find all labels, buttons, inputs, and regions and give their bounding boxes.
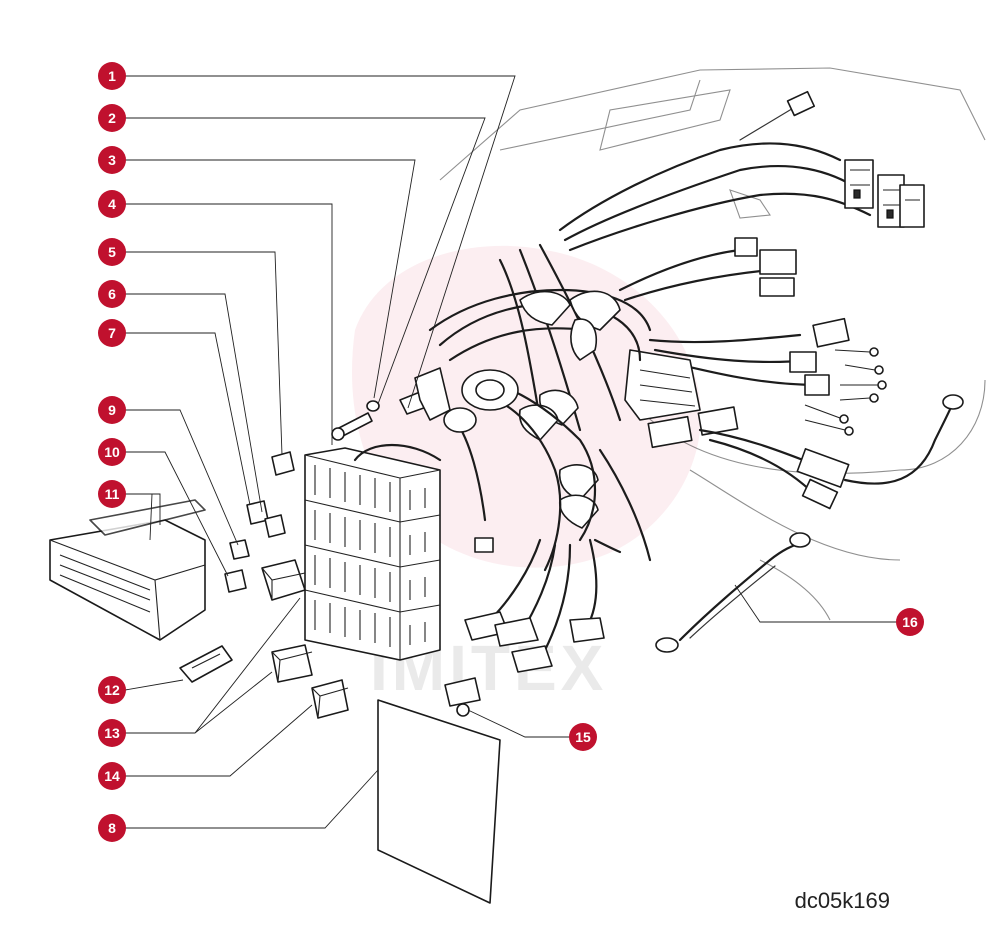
callout-number: 5 <box>108 244 116 260</box>
small-fuses <box>224 451 306 601</box>
small-connector <box>444 677 481 717</box>
callout-number: 3 <box>108 152 116 168</box>
callout-badge <box>98 480 126 508</box>
callout-badge <box>896 608 924 636</box>
leader-lines <box>124 75 910 829</box>
callout-6: 6 <box>98 280 126 308</box>
callout-number: 15 <box>575 729 591 745</box>
callout-15: 15 <box>569 723 597 751</box>
callout-badge <box>98 280 126 308</box>
ground-strap <box>655 532 811 653</box>
main-connector-block <box>624 349 739 449</box>
callout-badge <box>98 190 126 218</box>
callout-7: 7 <box>98 319 126 347</box>
cover-plate <box>377 699 501 904</box>
callout-number: 2 <box>108 110 116 126</box>
fastener-group <box>331 367 451 441</box>
callout-badge <box>98 814 126 842</box>
callout-number: 16 <box>902 614 918 630</box>
callout-badge <box>569 723 597 751</box>
callout-number: 11 <box>105 486 120 502</box>
callout-16: 16 <box>896 608 924 636</box>
callout-badge <box>98 438 126 466</box>
callout-badge <box>98 762 126 790</box>
callout-number: 8 <box>108 820 116 836</box>
relays <box>271 644 349 719</box>
lower-harness-connectors <box>464 537 622 673</box>
fuse-relay-box <box>304 444 442 661</box>
callout-number: 1 <box>108 68 116 84</box>
callout-1: 1 <box>98 62 126 90</box>
callout-5: 5 <box>98 238 126 266</box>
fuse-puller <box>179 645 233 683</box>
callout-13: 13 <box>98 719 126 747</box>
callout-badge <box>98 238 126 266</box>
callout-badge <box>98 62 126 90</box>
callout-number: 7 <box>108 325 116 341</box>
callout-9: 9 <box>98 396 126 424</box>
callout-badge <box>98 719 126 747</box>
callout-14: 14 <box>98 762 126 790</box>
callout-badge <box>98 146 126 174</box>
vehicle-body-outline <box>439 67 986 621</box>
callout-4: 4 <box>98 190 126 218</box>
callout-10: 10 <box>98 438 126 466</box>
callout-number: 9 <box>108 402 116 418</box>
callout-badge <box>98 676 126 704</box>
callout-2: 2 <box>98 104 126 132</box>
callout-8: 8 <box>98 814 126 842</box>
right-ground-lead <box>698 394 964 510</box>
callout-badge <box>98 396 126 424</box>
callout-badge <box>98 104 126 132</box>
callout-3: 3 <box>98 146 126 174</box>
harness-upper-connectors <box>558 90 925 252</box>
drawing-reference-code: dc05k169 <box>794 888 890 913</box>
callout-number: 14 <box>104 768 120 784</box>
callout-number: 12 <box>104 682 120 698</box>
callout-number: 10 <box>104 444 120 460</box>
callout-11: 11 <box>98 480 126 508</box>
callout-number: 6 <box>108 286 116 302</box>
callout-12: 12 <box>98 676 126 704</box>
callout-number: 4 <box>108 196 116 212</box>
fuse-holder-strip <box>49 499 206 641</box>
central-harness-bundle <box>428 243 652 572</box>
callout-number: 13 <box>104 725 120 741</box>
callout-badge <box>98 319 126 347</box>
